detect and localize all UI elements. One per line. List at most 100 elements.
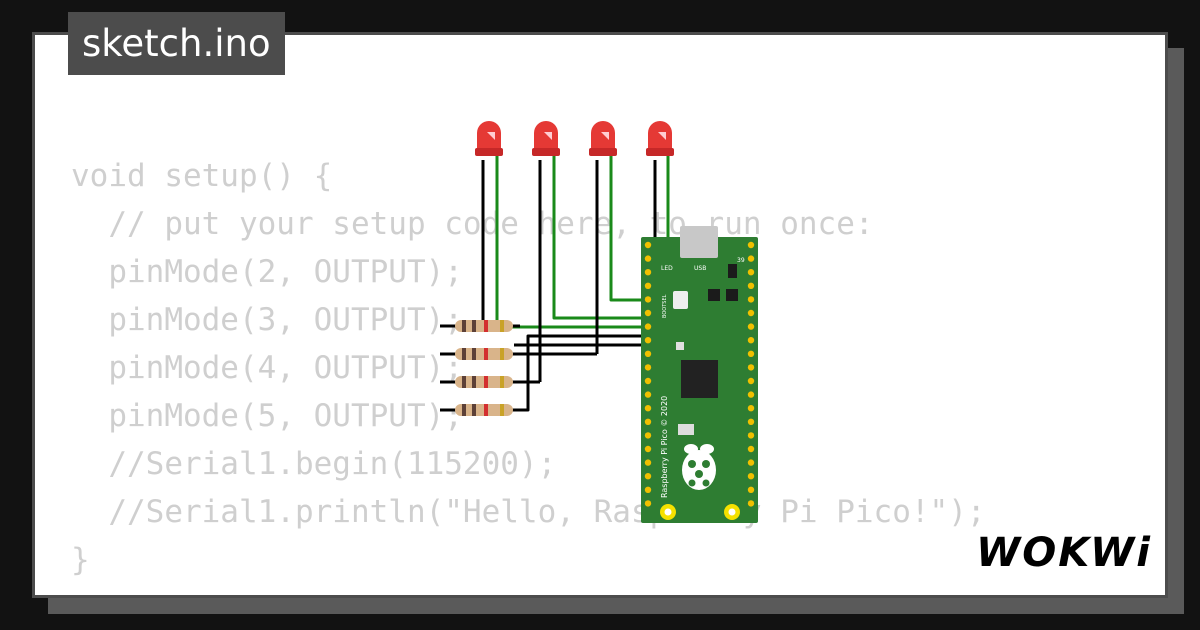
pin-right (747, 432, 755, 439)
code-line: pinMode(5, OUTPUT); (71, 398, 463, 434)
pin-right (747, 255, 755, 262)
pin-right (747, 377, 755, 385)
pico-pins (644, 241, 755, 507)
resistor-band (472, 320, 476, 332)
bootsel-label: BOOTSEL (662, 294, 668, 318)
led-body (648, 121, 672, 150)
led-body (591, 121, 615, 150)
led-base (475, 148, 503, 156)
code-line: pinMode(3, OUTPUT); (71, 302, 463, 338)
mount-hole-left-center (664, 508, 672, 516)
pin-left (644, 282, 652, 289)
led-body (534, 121, 558, 150)
mount-hole-right-center (728, 508, 736, 516)
led-base (646, 148, 674, 156)
green-wire (609, 155, 654, 302)
pin-left (644, 445, 652, 453)
pin-right (747, 391, 755, 398)
chip-small-2 (726, 289, 738, 301)
code-line: void setup() { (71, 158, 333, 194)
pin-left (644, 309, 652, 317)
rp2040-chip (681, 360, 718, 398)
pin-right (747, 296, 755, 303)
usb-label: USB (694, 265, 706, 272)
pin-left (644, 418, 652, 425)
pin-right (747, 500, 755, 507)
pin-left (644, 323, 652, 330)
pin-left (644, 337, 652, 344)
green-wire (552, 155, 654, 320)
resistor-band (484, 376, 488, 388)
resistor-band (472, 376, 476, 388)
pin-right (747, 445, 755, 453)
resistor-band (500, 320, 504, 332)
code-line: //Serial1.begin(115200); (71, 446, 557, 482)
chip-small-3 (728, 264, 737, 278)
pin-left (644, 459, 652, 466)
pin-right (747, 282, 755, 289)
pin-left (644, 296, 652, 303)
resistor-band (462, 320, 466, 332)
pin-left (644, 350, 652, 357)
pin-right (747, 337, 755, 344)
resistor-band (462, 348, 466, 360)
wires (440, 155, 670, 412)
resistor-band (462, 376, 466, 388)
pin-left (644, 473, 652, 480)
pin-left (644, 391, 652, 398)
resistor-band (472, 348, 476, 360)
pin-right (747, 418, 755, 425)
resistor-band (500, 376, 504, 388)
resistor-band (484, 320, 488, 332)
chip-small-1 (708, 289, 720, 301)
pin-left (644, 432, 652, 439)
resistor-band (484, 348, 488, 360)
pin-left (644, 486, 652, 493)
pin-number-label: 39 (737, 257, 745, 264)
pin-left (644, 269, 652, 276)
resistor-band (462, 404, 466, 416)
pin-right (747, 269, 755, 276)
resistor-band (500, 348, 504, 360)
pin-right (747, 323, 755, 330)
resistor-band (484, 404, 488, 416)
flash-pad (678, 424, 694, 435)
component-pad (676, 342, 684, 350)
pin-right (747, 405, 755, 412)
code-line: pinMode(4, OUTPUT); (71, 350, 463, 386)
resistor-band (500, 404, 504, 416)
led-reflection (658, 132, 666, 140)
resistor-band (472, 404, 476, 416)
resistors (455, 320, 513, 416)
pin-left (644, 377, 652, 385)
pin-left (644, 241, 652, 249)
pin-left (644, 364, 652, 371)
black-wire (440, 320, 657, 412)
raspberry-logo-icon (682, 444, 716, 490)
pin-left (644, 255, 652, 262)
pin-right (747, 459, 755, 466)
pin-right (747, 364, 755, 371)
led-reflection (487, 132, 495, 140)
led-base (589, 148, 617, 156)
code-line: } (71, 542, 90, 578)
pin-right (747, 350, 755, 357)
led-reflection (544, 132, 552, 140)
leds (475, 121, 674, 156)
pin-right (747, 241, 755, 249)
led-base (532, 148, 560, 156)
wokwi-logo: WOKWi (976, 530, 1152, 576)
sketch-title: sketch.ino (68, 12, 285, 75)
bootsel-button[interactable] (673, 291, 688, 309)
pin-left (644, 405, 652, 412)
led-body (477, 121, 501, 150)
led-label: LED (661, 265, 673, 272)
pin-right (747, 473, 755, 480)
usb-connector (680, 226, 718, 258)
pico-board: USB LED 39 BOOTSEL Raspberry Pi Pico © 2… (641, 226, 758, 523)
pin-right (747, 486, 755, 493)
pin-right (747, 309, 755, 317)
led-reflection (601, 132, 609, 140)
pin-left (644, 500, 652, 507)
